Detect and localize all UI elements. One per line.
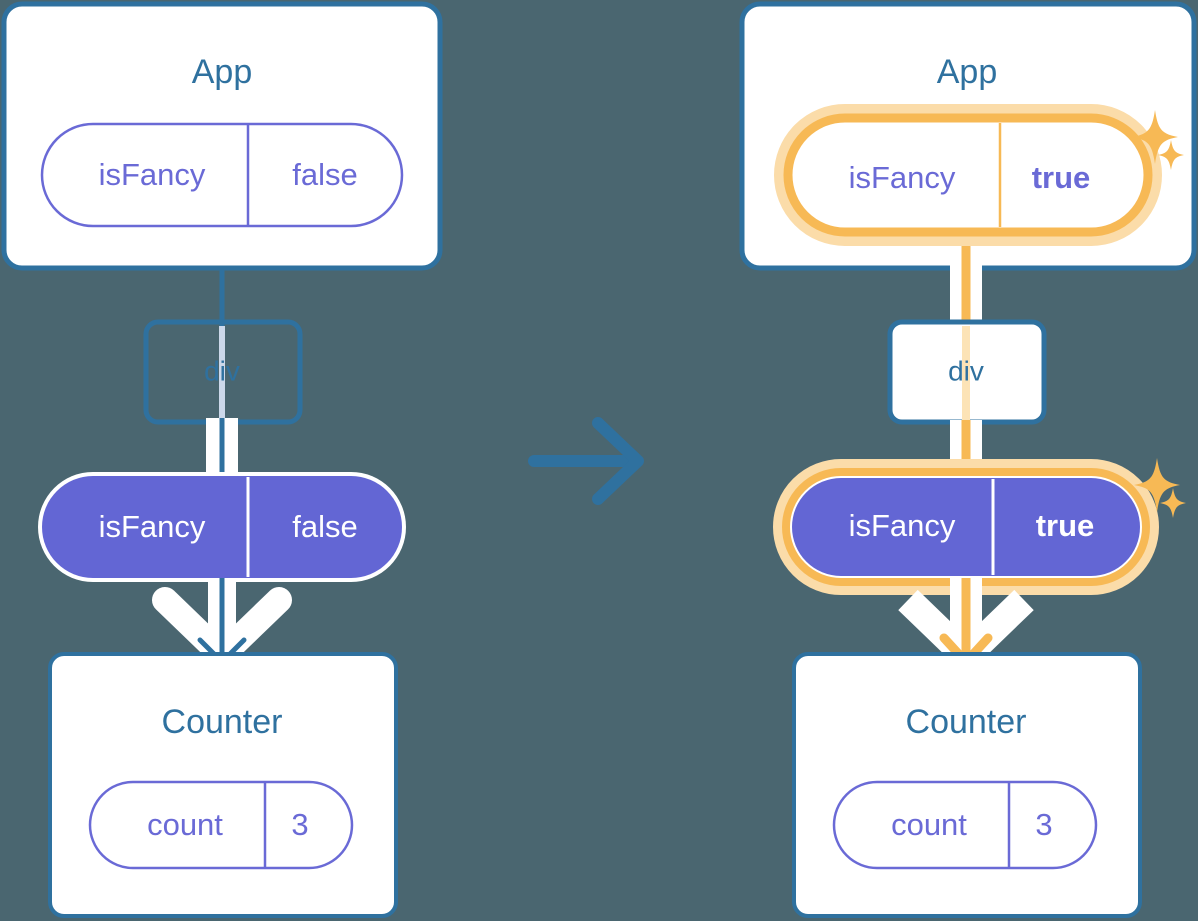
app-state-pill-value-after: true bbox=[1032, 160, 1091, 195]
transition-arrow-right-icon bbox=[528, 417, 644, 505]
counter-card-title-after: Counter bbox=[906, 703, 1027, 741]
app-state-pill-glow-after bbox=[774, 104, 1162, 246]
app-state-pill-value-before: false bbox=[292, 157, 357, 192]
prop-pill-before bbox=[42, 476, 402, 578]
app-state-pill-name-after: isFancy bbox=[849, 160, 956, 195]
prop-pill-value-after: true bbox=[1036, 508, 1095, 543]
flow-arrow-before bbox=[197, 578, 247, 665]
app-card-title-before: App bbox=[192, 53, 253, 91]
panel-before: App isFancy false div isFancy false bbox=[1, 1, 443, 918]
div-card-label-before: div bbox=[204, 355, 240, 386]
prop-pill-name-after: isFancy bbox=[849, 508, 956, 543]
app-card-title-after: App bbox=[937, 53, 998, 91]
prop-pill-name-before: isFancy bbox=[99, 509, 206, 544]
sparkle-icon-app-small-after bbox=[1158, 140, 1184, 170]
sparkle-icon-app-large-after bbox=[1132, 110, 1178, 164]
counter-state-pill-after bbox=[832, 780, 1098, 870]
counter-card-title-before: Counter bbox=[162, 703, 283, 741]
counter-state-pill-before bbox=[88, 780, 354, 870]
div-card-label-after: div bbox=[948, 355, 984, 386]
panel-after: App isFancy true div bbox=[739, 1, 1197, 918]
app-state-pill-ring-after bbox=[783, 113, 1153, 237]
app-state-pill-name-before: isFancy bbox=[99, 157, 206, 192]
sparkle-icon-prop-small-after bbox=[1160, 488, 1186, 518]
counter-state-pill-name-after: count bbox=[891, 807, 967, 842]
prop-pill-value-before: false bbox=[292, 509, 357, 544]
counter-state-pill-value-after: 3 bbox=[1035, 807, 1052, 842]
counter-state-pill-value-before: 3 bbox=[291, 807, 308, 842]
counter-state-pill-name-before: count bbox=[147, 807, 223, 842]
sparkle-icon-prop-large-after bbox=[1134, 458, 1180, 512]
prop-pill-after bbox=[792, 478, 1140, 576]
app-state-pill-before bbox=[40, 122, 404, 228]
